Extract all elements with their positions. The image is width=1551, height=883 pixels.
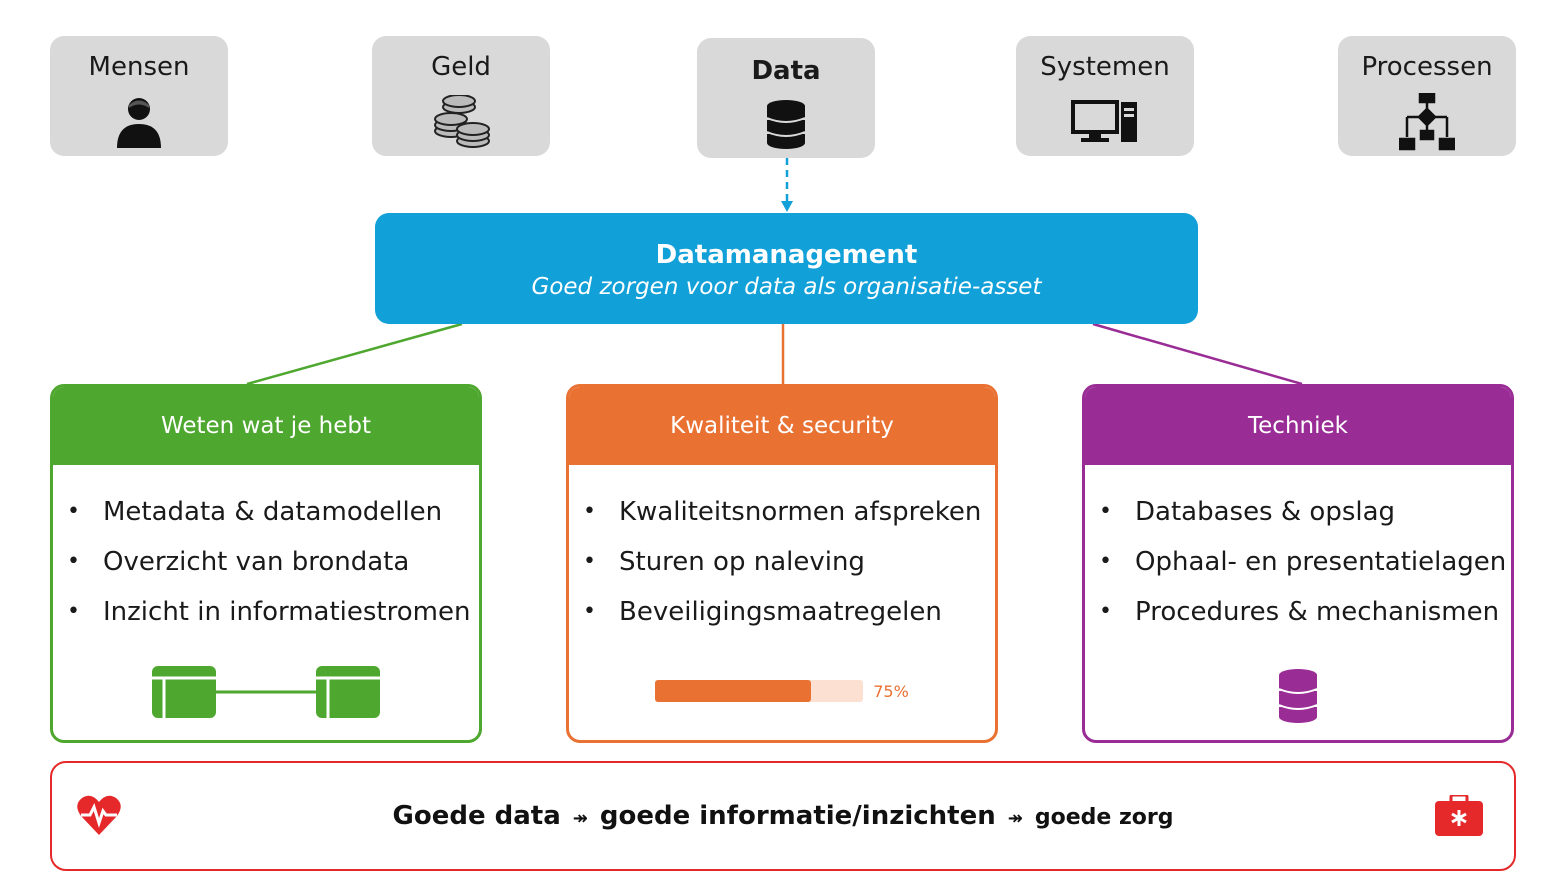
outcome-part-2: goede informatie/inzichten [599, 801, 996, 831]
coins-icon [372, 94, 550, 150]
asset-systemen: Systemen [1016, 36, 1194, 156]
progress-bar [655, 680, 864, 702]
outcome-part-3: goede zorg [1034, 805, 1174, 830]
person-icon [50, 94, 228, 150]
pillar-list: Databases & opslag Ophaal- en presentati… [1085, 487, 1511, 637]
asset-label: Data [751, 56, 821, 86]
list-item: Beveiligingsmaatregelen [583, 587, 995, 637]
progress-label: 75% [873, 681, 909, 701]
pillar-list: Kwaliteitsnormen afspreken Sturen op nal… [569, 487, 995, 637]
quality-progress: 75% [569, 680, 995, 702]
list-item: Kwaliteitsnormen afspreken [583, 487, 995, 537]
arrow-head [781, 201, 793, 212]
arrow-icon: ↠ [572, 808, 588, 829]
list-item: Inzicht in informatiestromen [67, 587, 479, 637]
arrow-icon: ↠ [1007, 808, 1023, 829]
pillar-kwaliteit-security: Kwaliteit & security Kwaliteitsnormen af… [566, 384, 998, 743]
list-item: Overzicht van brondata [67, 537, 479, 587]
asset-label: Mensen [88, 52, 190, 82]
heartbeat-icon [76, 793, 122, 841]
asset-processen: Processen [1338, 36, 1516, 156]
pillar-header: Techniek [1085, 387, 1511, 465]
connector-purple [1092, 322, 1303, 386]
medical-kit-icon [1434, 793, 1484, 841]
progress-bar-fill [655, 680, 812, 702]
pillar-techniek: Techniek Databases & opslag Ophaal- en p… [1082, 384, 1514, 743]
linked-tables-icon [53, 664, 479, 720]
computer-icon [1016, 94, 1194, 150]
list-item: Databases & opslag [1099, 487, 1511, 537]
pillar-list: Metadata & datamodellen Overzicht van br… [53, 487, 479, 637]
datamanagement-subtitle: Goed zorgen voor data als organisatie-as… [531, 274, 1042, 300]
flowchart-icon [1338, 93, 1516, 151]
asset-label: Systemen [1040, 52, 1170, 82]
asset-data: Data [697, 38, 875, 158]
outcome-part-1: Goede data [392, 801, 561, 831]
database-icon [697, 96, 875, 152]
list-item: Procedures & mechanismen [1099, 587, 1511, 637]
asset-geld: Geld [372, 36, 550, 156]
asset-label: Processen [1361, 52, 1493, 82]
asset-label: Geld [431, 52, 491, 82]
list-item: Metadata & datamodellen [67, 487, 479, 537]
outcome-text: Goede data ↠ goede informatie/inzichten ↠ go… [52, 801, 1514, 831]
pillar-header: Kwaliteit & security [569, 387, 995, 465]
asset-mensen: Mensen [50, 36, 228, 156]
database-icon [1085, 668, 1511, 724]
list-item: Sturen op naleving [583, 537, 995, 587]
datamanagement-title: Datamanagement [655, 240, 918, 270]
datamanagement-box: Datamanagement Goed zorgen voor data als… [375, 213, 1198, 324]
outcome-banner: Goede data ↠ goede informatie/inzichten ↠ go… [50, 761, 1516, 871]
pillar-header: Weten wat je hebt [53, 387, 479, 465]
connector-green [246, 322, 463, 386]
list-item: Ophaal- en presentatielagen [1099, 537, 1511, 587]
pillar-weten-wat-je-hebt: Weten wat je hebt Metadata & datamodelle… [50, 384, 482, 743]
